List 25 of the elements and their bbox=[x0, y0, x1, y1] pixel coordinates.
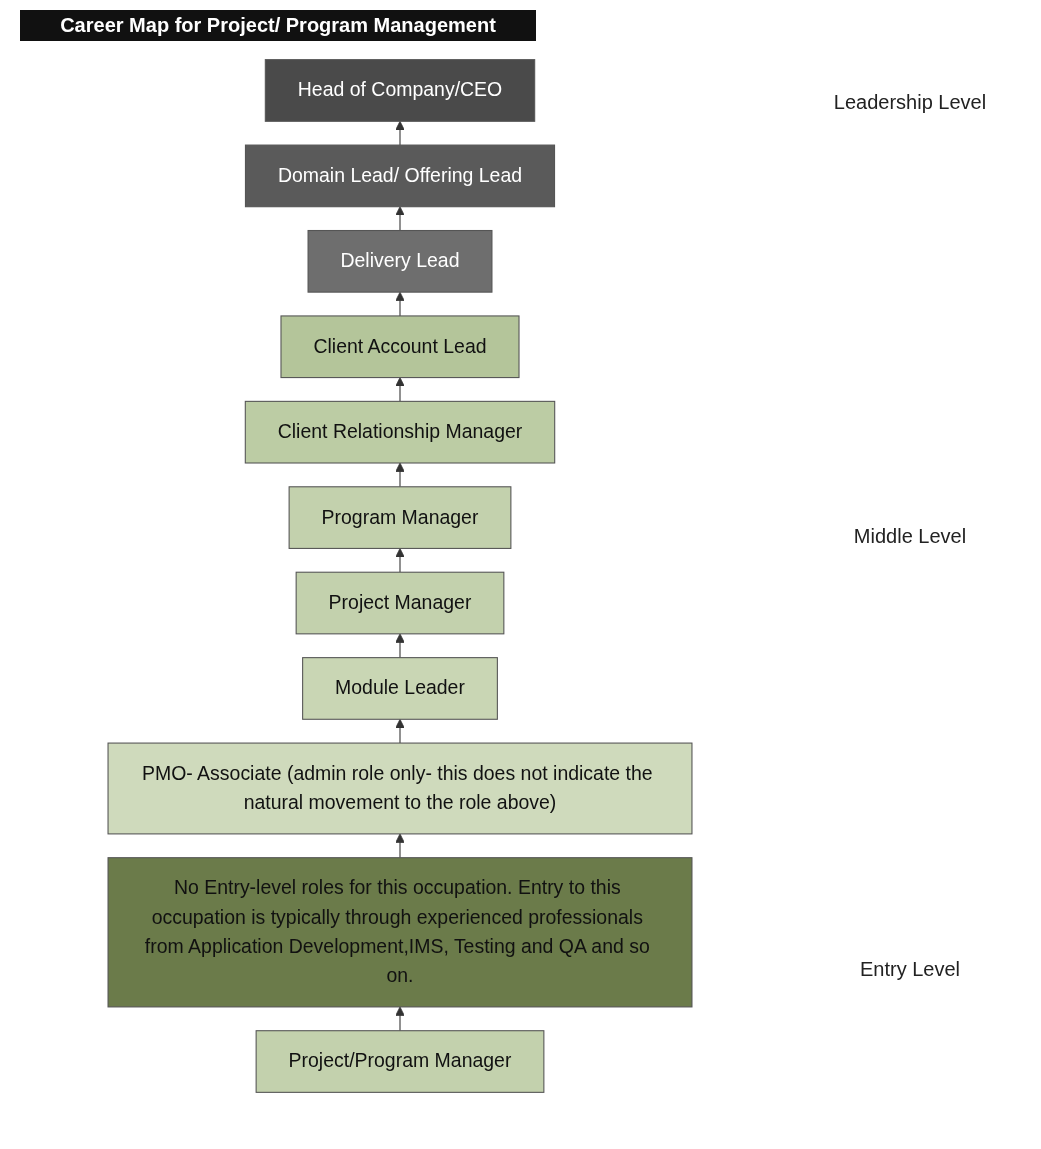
arrow bbox=[395, 633, 405, 659]
node-box: Project Manager bbox=[295, 571, 505, 635]
node-box: PMO- Associate (admin role only- this does not indicate the natural movement to the role above) bbox=[107, 742, 693, 835]
node-box: No Entry-level roles for this occupation. Entry to this occupation is typically through experienced professionals from Application Development,IMS, Testing and QA and so on. bbox=[107, 857, 693, 1008]
level-label: Leadership Level bbox=[832, 91, 988, 114]
arrow bbox=[395, 833, 405, 859]
arrow bbox=[395, 1006, 405, 1032]
arrow bbox=[395, 377, 405, 402]
arrow bbox=[395, 718, 405, 744]
arrow bbox=[395, 120, 405, 146]
node-box: Delivery Lead bbox=[307, 229, 493, 293]
level-label: Middle Level bbox=[852, 524, 968, 548]
node-box: Client Account Lead bbox=[280, 315, 520, 379]
node-box: Domain Lead/ Offering Lead bbox=[244, 144, 556, 208]
level-label: Entry Level bbox=[858, 958, 962, 981]
node-box: Module Leader bbox=[302, 657, 498, 720]
node-box: Head of Company/CEO bbox=[264, 59, 536, 122]
node-box: Project/Program Manager bbox=[255, 1030, 545, 1093]
arrow bbox=[395, 462, 405, 488]
node-box: Program Manager bbox=[288, 486, 512, 549]
arrow bbox=[395, 206, 405, 232]
arrow bbox=[395, 291, 405, 317]
diagram-title: Career Map for Project/ Program Management bbox=[20, 10, 536, 41]
node-box: Client Relationship Manager bbox=[244, 400, 556, 464]
arrow bbox=[395, 548, 405, 573]
